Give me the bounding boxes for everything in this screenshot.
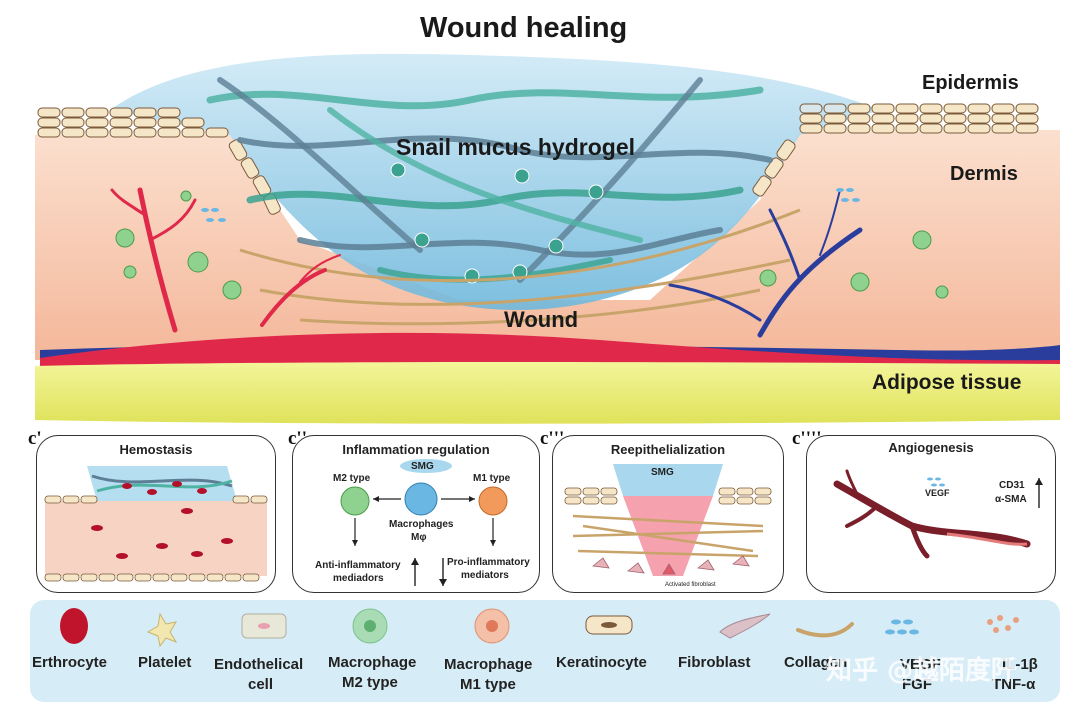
panel-hemostasis: Hemostasis [36,435,276,593]
artery-branches [110,187,341,333]
inflammation-illustration [340,459,508,586]
macrophages-label: Macrophages [389,519,454,530]
legend-label: Fibroblast [678,654,751,671]
hemostasis-illustration [44,466,268,582]
endothelial-cell-icon [241,613,287,639]
label-dermis: Dermis [950,163,1018,185]
main-title: Wound healing [420,12,628,44]
panel-title: Hemostasis [119,442,193,457]
negative-charges [390,162,604,284]
epidermis-right [752,103,1039,197]
pro-inflammatory-sub: mediators [461,570,509,581]
legend-icons [60,608,1019,648]
label-hydrogel: Snail mucus hydrogel [396,134,635,160]
epidermis-left [37,107,281,215]
label-epidermis: Epidermis [922,72,1019,94]
anti-inflammatory-label: Anti-inflammatory [315,560,401,571]
vegf-fgf-icon [885,619,919,635]
legend-label: Platelet [138,654,192,671]
erythrocyte-icon [60,608,88,644]
cd31-label: CD31 [999,480,1025,491]
collagen-icon [796,622,854,638]
vein-branches [668,189,863,338]
legend-label: IL-1β [1002,656,1038,673]
fibroblast-icon [719,613,771,639]
vegf-label: VEGF [925,488,950,498]
macrophage-symbol: Mφ [411,532,427,543]
asma-label: α-SMA [995,494,1027,505]
il1b-tnfa-icon [987,615,1019,633]
label-wound: Wound [504,307,579,332]
watermark: 知乎 @越陌度阡 [826,656,1018,686]
legend-label: Erthrocyte [32,654,108,671]
legend: Erthrocyte Platelet Endothelical cell Ma… [30,600,1060,702]
m1-type-label: M1 type [473,473,511,484]
macrophage-cells [115,190,949,300]
main-illustration [35,53,1060,424]
legend-label: M2 type [342,674,398,691]
legend-label: Macrophage [444,656,533,673]
reepithelialization-illustration [564,464,772,576]
macrophage-m1-icon [474,608,510,644]
legend-label: Keratinocyte [556,654,647,671]
legend-label: M1 type [460,676,516,693]
legend-label: FGF [902,676,932,693]
legend-label: VEGF [900,656,941,673]
panel-tag-hemostasis: c' [28,428,42,449]
panel-title: Inflammation regulation [342,442,490,457]
artery-main [40,332,1060,372]
panel-title: Reepithelialization [610,442,726,457]
adipose-layer [35,362,1060,424]
collagen-fibers [239,208,801,326]
panel-title: Angiogenesis [888,440,974,455]
legend-label: Macrophage [328,654,417,671]
legend-label: Endothelical [214,656,304,673]
smg-label: SMG [651,467,674,478]
panel-reepithelialization: Reepithelialization SMG Activated fibrob… [552,435,784,593]
dermis-layer [35,130,1060,360]
anti-inflammatory-sub: mediadors [333,573,384,584]
hydrogel-fibers [206,77,773,283]
label-adipose: Adipose tissue [872,371,1022,394]
angiogenesis-illustration [833,469,1043,559]
growth-factor-dots [201,188,860,222]
legend-label: TNF-α [992,676,1036,693]
panel-inflammation: Inflammation regulation SMG M2 type M1 t… [292,435,540,593]
skin-cross-section [35,53,1060,424]
m2-type-label: M2 type [333,473,371,484]
pro-inflammatory-label: Pro-inflammatory [447,557,530,568]
panel-angiogenesis: Angiogenesis VEGF CD31 α-SMA [806,435,1056,593]
macrophage-m2-icon [352,608,388,644]
platelet-icon [146,612,178,648]
hydrogel-dome [110,53,880,311]
legend-label: cell [248,676,274,693]
keratinocyte-icon [585,615,633,635]
legend-label: Collagen [784,654,848,671]
activated-fibroblast-label: Activated fibroblast [665,582,716,588]
smg-label: SMG [411,461,434,472]
